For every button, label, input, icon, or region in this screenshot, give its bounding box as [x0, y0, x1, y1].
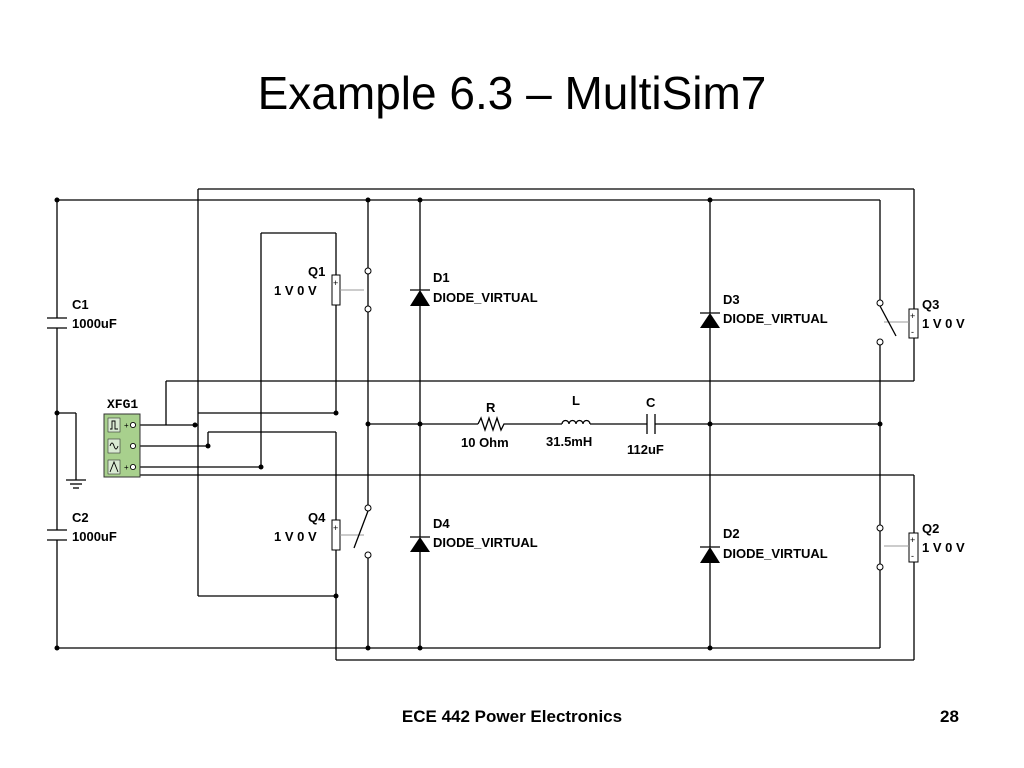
switch-q2: + - Q2 1 V 0 V — [876, 521, 965, 571]
svg-text:+: + — [124, 421, 129, 430]
diode-d2: D2 DIODE_VIRTUAL — [700, 526, 828, 563]
c-name: C — [646, 395, 656, 410]
switch-q3: + - Q3 1 V 0 V — [876, 297, 965, 346]
svg-text:+: + — [910, 311, 915, 321]
d4-value: DIODE_VIRTUAL — [433, 535, 538, 550]
q3-name: Q3 — [922, 297, 939, 312]
c2-value: 1000uF — [72, 529, 117, 544]
l-name: L — [572, 393, 580, 408]
sine-wave-icon — [109, 442, 119, 450]
q1-name: Q1 — [308, 264, 325, 279]
r-value: 10 Ohm — [461, 435, 509, 450]
diode-d1: D1 DIODE_VIRTUAL — [410, 270, 538, 306]
xfg1-name: XFG1 — [107, 397, 138, 412]
d3-value: DIODE_VIRTUAL — [723, 311, 828, 326]
svg-text:+: + — [333, 523, 338, 533]
q4-value: 1 V 0 V — [274, 529, 317, 544]
d3-name: D3 — [723, 292, 740, 307]
capacitor-c2: C2 1000uF — [47, 510, 117, 544]
svg-text:+: + — [333, 278, 338, 288]
d2-name: D2 — [723, 526, 740, 541]
svg-text:-: - — [911, 551, 914, 561]
wires — [56, 188, 915, 661]
svg-text:+: + — [124, 463, 129, 472]
junction-dots — [54, 197, 883, 651]
q4-name: Q4 — [308, 510, 326, 525]
c2-name: C2 — [72, 510, 89, 525]
d1-value: DIODE_VIRTUAL — [433, 290, 538, 305]
resistor-r: R 10 Ohm — [461, 400, 509, 450]
l-value: 31.5mH — [546, 434, 592, 449]
r-name: R — [486, 400, 496, 415]
svg-text:-: - — [911, 327, 914, 337]
c1-value: 1000uF — [72, 316, 117, 331]
switch-q4: + Q4 1 V 0 V — [274, 504, 372, 559]
diode-d4: D4 DIODE_VIRTUAL — [410, 516, 538, 552]
slide-title: Example 6.3 – MultiSim7 — [257, 67, 767, 119]
ground-icon — [66, 479, 86, 489]
c1-name: C1 — [72, 297, 89, 312]
function-generator-xfg1: XFG1 + + — [103, 397, 141, 478]
svg-text:+: + — [910, 535, 915, 545]
switch-q1: + Q1 1 V 0 V — [274, 264, 372, 313]
d1-name: D1 — [433, 270, 450, 285]
q1-value: 1 V 0 V — [274, 283, 317, 298]
square-wave-icon — [110, 420, 118, 430]
capacitor-c: C 112uF — [627, 395, 664, 457]
diode-d3: D3 DIODE_VIRTUAL — [700, 292, 828, 328]
footer-course: ECE 442 Power Electronics — [401, 707, 623, 726]
triangle-wave-icon — [109, 460, 119, 473]
q3-value: 1 V 0 V — [922, 316, 965, 331]
capacitor-c1: C1 1000uF — [47, 297, 117, 331]
c-value: 112uF — [627, 442, 664, 457]
d2-value: DIODE_VIRTUAL — [723, 546, 828, 561]
inductor-l: L 31.5mH — [546, 393, 592, 449]
q2-value: 1 V 0 V — [922, 540, 965, 555]
d4-name: D4 — [433, 516, 450, 531]
q2-name: Q2 — [922, 521, 939, 536]
page-number: 28 — [940, 707, 959, 726]
